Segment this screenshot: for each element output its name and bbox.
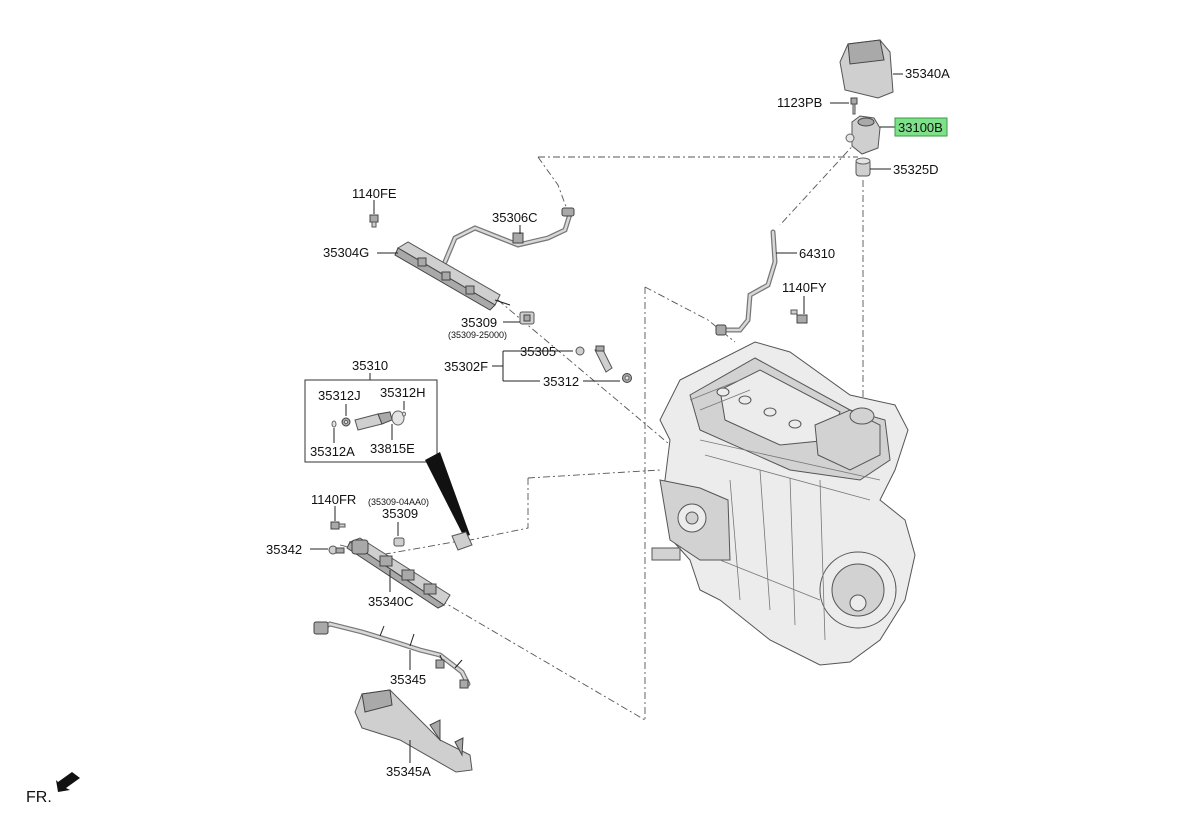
ring-35312 (622, 373, 632, 383)
clip-35309-upper (519, 311, 535, 325)
label-33100B[interactable]: 33100B (898, 120, 943, 135)
label-35309-lower: 35309 (382, 506, 418, 521)
bolt-1140FY (790, 309, 808, 324)
label-35340C: 35340C (368, 594, 414, 609)
sensor-35342 (328, 545, 345, 555)
label-35304G: 35304G (323, 245, 369, 260)
bolt-1123PB (850, 97, 858, 115)
label-35345: 35345 (390, 672, 426, 687)
box-pointer (425, 452, 470, 537)
label-35309-upper: 35309 (461, 315, 497, 330)
engine-block (651, 341, 916, 666)
injector-35302F (594, 345, 613, 373)
wiring-harness-35345 (313, 621, 471, 689)
label-1140FY: 1140FY (782, 280, 827, 295)
label-1123PB: 1123PB (777, 95, 822, 110)
label-35306C: 35306C (492, 210, 538, 225)
injector-kit-box-35310 (304, 379, 438, 463)
label-35340A: 35340A (905, 66, 950, 81)
bolt-1140FE (369, 214, 379, 228)
highlight-33100B (894, 117, 948, 137)
clip-35309-lower (393, 537, 405, 547)
high-pressure-pump (845, 115, 881, 155)
fuel-rail-35304G (394, 241, 511, 311)
label-35312J: 35312J (318, 388, 361, 403)
label-35309-lower-sub: (35309-04AA0) (368, 497, 429, 507)
seal-35305 (575, 346, 585, 356)
injector-lower (451, 531, 473, 551)
label-35309-upper-sub: (35309-25000) (448, 330, 507, 340)
label-35312A: 35312A (310, 444, 355, 459)
label-1140FR: 1140FR (311, 492, 356, 507)
fuel-pipe-35306C (442, 207, 575, 265)
harness-cover-35345A (354, 689, 473, 773)
label-64310: 64310 (799, 246, 835, 261)
label-35312H: 35312H (380, 385, 426, 400)
label-1140FE: 1140FE (352, 186, 397, 201)
pump-cover-part (839, 39, 894, 99)
fuel-rail-35340C (346, 537, 451, 609)
fuel-pipe-64310 (715, 229, 778, 336)
bolt-1140FR (330, 521, 346, 530)
front-label: FR. (26, 789, 52, 806)
label-35305: 35305 (520, 344, 556, 359)
label-35325D: 35325D (893, 162, 939, 177)
label-35310: 35310 (352, 358, 388, 373)
label-35312: 35312 (543, 374, 579, 389)
arrow-left-down-icon (56, 772, 80, 792)
label-35302F: 35302F (444, 359, 488, 374)
pump-seal-35325D (855, 157, 871, 177)
label-35345A: 35345A (386, 764, 431, 779)
label-33815E: 33815E (370, 441, 415, 456)
label-35342: 35342 (266, 542, 302, 557)
injector-kit-parts (331, 410, 406, 431)
